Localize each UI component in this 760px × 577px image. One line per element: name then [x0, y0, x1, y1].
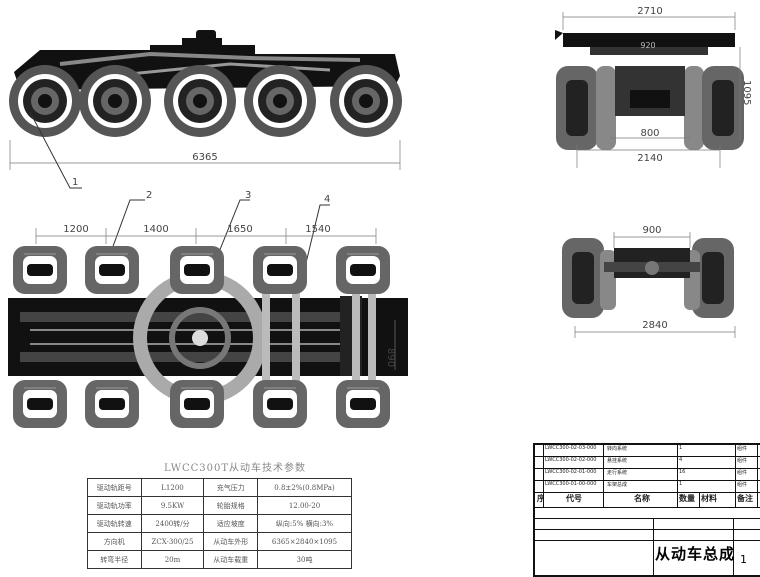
- parts-row: LWCC300-01-00-000 车架总成 1 组件: [535, 481, 760, 493]
- table-row: 转弯半径 20m 从动车载重 30吨: [87, 550, 352, 569]
- part-name: 车架总成: [605, 481, 678, 492]
- part-code: LWCC300-02-01-000: [543, 469, 604, 480]
- table-cell: 充气压力: [203, 478, 258, 497]
- parts-row: LWCC300-02-03-000 转向系统 1 组件: [535, 445, 760, 457]
- table-cell: 20m: [140, 550, 205, 569]
- part-qty: 1: [677, 481, 736, 492]
- param-table: 驱动轨距号 L1200 充气压力 0.8±2%(0.8MPa) 驱动轨功率 9.…: [87, 478, 352, 569]
- plan-wheel: [169, 379, 225, 429]
- title-block: LWCC300-02-03-000 转向系统 1 组件 LWCC300-02-0…: [533, 443, 760, 577]
- table-cell: 方向机: [87, 532, 142, 551]
- table-cell: 纵向:5% 横向:3%: [257, 514, 352, 533]
- side-view: 6365: [9, 30, 402, 170]
- dimension-front-height: 1095: [741, 80, 752, 105]
- table-cell: 从动车载重: [203, 550, 258, 569]
- plan-wheel: [252, 379, 308, 429]
- plan-wheel: [12, 379, 68, 429]
- table-cell: 驱动轨转速: [87, 514, 142, 533]
- dimension-track: 2140: [637, 153, 662, 164]
- table-cell: 转弯半径: [87, 550, 142, 569]
- dimension-plan-side: 890: [385, 348, 396, 367]
- sheet-number: 1: [740, 553, 747, 566]
- table-cell: ZCX-300/25: [140, 532, 205, 551]
- header-cell: 代号: [543, 493, 604, 507]
- balloon-2: 2: [146, 190, 152, 201]
- part-material: 组件: [735, 481, 758, 492]
- dimension-front-inner: 920: [640, 41, 655, 50]
- table-cell: 9.5KW: [140, 496, 205, 515]
- part-material: 组件: [735, 457, 758, 468]
- part-qty: 1: [677, 445, 736, 456]
- side-wheel: [244, 65, 316, 137]
- balloon-3: 3: [245, 190, 251, 201]
- part-name: 转向系统: [605, 445, 678, 456]
- plan-wheel: [252, 245, 308, 295]
- table-row: 驱动轨转速 2400转/分 适应坡度 纵向:5% 横向:3%: [87, 514, 352, 533]
- table-cell: 轮胎规格: [203, 496, 258, 515]
- front-view: 2710 920 1095 800 2140: [555, 6, 752, 168]
- header-cell: 材料: [699, 493, 736, 507]
- header-cell: 数量: [677, 493, 700, 507]
- table-cell: 30吨: [257, 550, 352, 569]
- part-name: 走行系统: [605, 469, 678, 480]
- table-cell: 12.00-20: [257, 496, 352, 515]
- table-cell: 适应坡度: [203, 514, 258, 533]
- dimension-front-width: 2710: [637, 6, 662, 17]
- dimension-track-inner: 800: [640, 128, 659, 139]
- table-row: 驱动轨功率 9.5KW 轮胎规格 12.00-20: [87, 496, 352, 515]
- header-cell: 名称: [605, 493, 678, 507]
- dimension-rear-top: 900: [642, 225, 661, 236]
- dimension-spacing-2: 1400: [143, 224, 168, 235]
- plan-wheel: [12, 245, 68, 295]
- header-cell: 备注: [735, 493, 758, 507]
- dimension-spacing-1: 1200: [63, 224, 88, 235]
- side-wheel: [330, 65, 402, 137]
- rear-view: 900 2840: [562, 225, 736, 338]
- side-wheel: [79, 65, 151, 137]
- part-code: LWCC300-02-02-000: [543, 457, 604, 468]
- part-material: 组件: [735, 469, 758, 480]
- header-cell: 序: [535, 493, 544, 507]
- part-code: LWCC300-02-03-000: [543, 445, 604, 456]
- plan-wheel: [84, 245, 140, 295]
- grid-row: [535, 508, 760, 519]
- dimension-rear-width: 2840: [642, 320, 667, 331]
- plan-wheel: [335, 245, 391, 295]
- table-cell: 驱动轨功率: [87, 496, 142, 515]
- table-cell: 6365×2840×1095: [257, 532, 352, 551]
- plan-wheel: [84, 379, 140, 429]
- drawing-name: 从动车总成: [655, 545, 736, 563]
- table-cell: 驱动轨距号: [87, 478, 142, 497]
- plan-view: 1200 1400 1650 1540 890: [8, 224, 408, 429]
- plan-wheel: [335, 379, 391, 429]
- side-wheel: [9, 65, 81, 137]
- grid-row: [535, 519, 760, 530]
- dimension-spacing-4: 1540: [305, 224, 330, 235]
- side-wheel: [164, 65, 236, 137]
- part-code: LWCC300-01-00-000: [543, 481, 604, 492]
- table-row: 驱动轨距号 L1200 充气压力 0.8±2%(0.8MPa): [87, 478, 352, 497]
- table-row: 方向机 ZCX-300/25 从动车外形 6365×2840×1095: [87, 532, 352, 551]
- part-qty: 4: [677, 457, 736, 468]
- table-cell: 从动车外形: [203, 532, 258, 551]
- plan-wheel: [169, 245, 225, 295]
- dimension-spacing-3: 1650: [227, 224, 252, 235]
- grid-row: [535, 530, 760, 541]
- header-row: 序 代号 名称 数量 材料 备注: [535, 493, 760, 508]
- balloon-1: 1: [72, 177, 78, 188]
- part-qty: 16: [677, 469, 736, 480]
- table-cell: L1200: [140, 478, 205, 497]
- param-table-title: LWCC300T从动车技术参数: [163, 463, 307, 474]
- table-cell: 0.8±2%(0.8MPa): [257, 478, 352, 497]
- part-material: 组件: [735, 445, 758, 456]
- part-name: 悬挂系统: [605, 457, 678, 468]
- dimension-side-length: 6365: [192, 152, 217, 163]
- table-cell: 2400转/分: [140, 514, 205, 533]
- parts-row: LWCC300-02-01-000 走行系统 16 组件: [535, 469, 760, 481]
- balloon-4: 4: [324, 194, 330, 205]
- parts-row: LWCC300-02-02-000 悬挂系统 4 组件: [535, 457, 760, 469]
